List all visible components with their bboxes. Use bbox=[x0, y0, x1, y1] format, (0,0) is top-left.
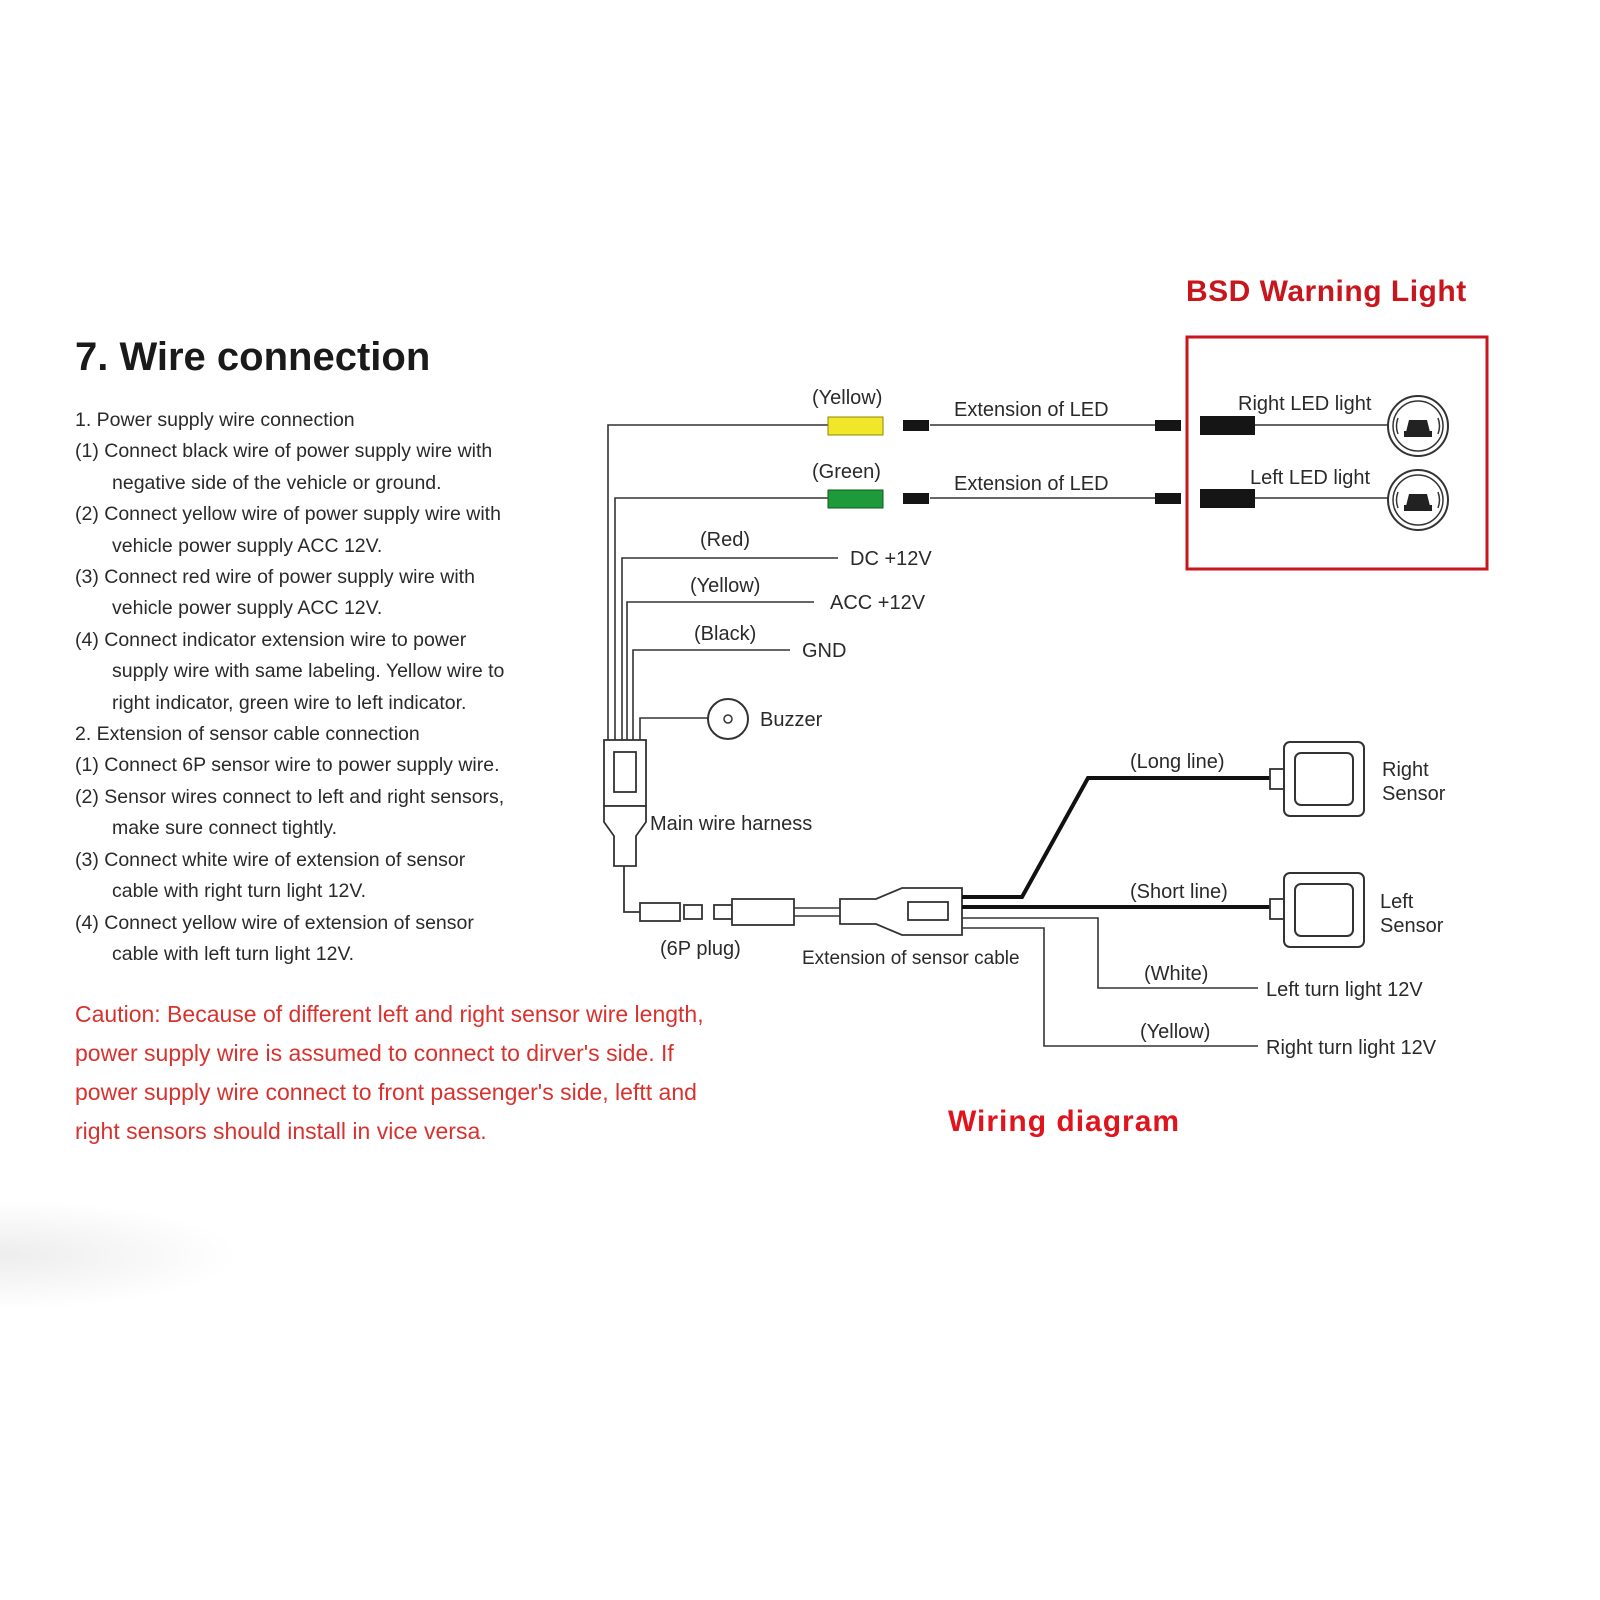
instruction-line: negative side of the vehicle or ground. bbox=[112, 471, 442, 494]
instruction-line: (3) Connect red wire of power supply wir… bbox=[75, 566, 475, 589]
caution-line: right sensors should install in vice ver… bbox=[75, 1118, 487, 1144]
caution-note: Caution: Because of different left and r… bbox=[75, 995, 775, 1151]
left-led-light-icon bbox=[1387, 469, 1449, 531]
yellow-turn-wire bbox=[962, 927, 1258, 1047]
plug-black bbox=[903, 493, 929, 504]
extension-sensor-cable-splitter bbox=[839, 887, 963, 936]
instructions-list: 1. Power supply wire connection (1) Conn… bbox=[75, 405, 595, 970]
extension-cable bbox=[794, 907, 840, 917]
bsd-warning-light-title: BSD Warning Light bbox=[1186, 275, 1467, 308]
plug-black bbox=[1155, 493, 1181, 504]
green-wire-label: (Green) bbox=[812, 461, 881, 483]
main-wire-harness-label: Main wire harness bbox=[650, 813, 812, 835]
yellow-acc-wire-label: (Yellow) bbox=[690, 575, 760, 597]
instruction-line: (3) Connect white wire of extension of s… bbox=[75, 848, 466, 871]
red-wire-label: (Red) bbox=[700, 529, 750, 551]
plug-black bbox=[903, 420, 929, 431]
right-sensor-label: Right bbox=[1382, 759, 1429, 781]
buzzer-wire bbox=[639, 717, 708, 740]
buzzer-label: Buzzer bbox=[760, 709, 823, 731]
right-led-light-icon bbox=[1387, 395, 1449, 457]
yellow-acc-wire bbox=[626, 601, 814, 740]
instruction-line: (1) Connect black wire of power supply w… bbox=[75, 440, 493, 463]
sensor-lines bbox=[962, 776, 1272, 909]
gnd-label: GND bbox=[802, 640, 846, 662]
black-wire-label: (Black) bbox=[694, 623, 756, 645]
instruction-line: (2) Sensor wires connect to left and rig… bbox=[75, 785, 505, 808]
instruction-line: supply wire with same labeling. Yellow w… bbox=[112, 660, 505, 683]
dc-12v-label: DC +12V bbox=[850, 548, 932, 570]
instruction-line: cable with right turn light 12V. bbox=[112, 880, 367, 903]
left-sensor-label: Sensor bbox=[1380, 915, 1444, 937]
yellow-led-wire bbox=[607, 424, 836, 740]
instruction-line: (4) Connect yellow wire of extension of … bbox=[75, 911, 474, 934]
wiring-diagram-title: Wiring diagram bbox=[948, 1105, 1181, 1138]
right-sensor-label: Sensor bbox=[1382, 783, 1446, 805]
left-sensor bbox=[1269, 872, 1365, 948]
right-sensor bbox=[1269, 741, 1365, 817]
instruction-line: vehicle power supply ACC 12V. bbox=[112, 597, 383, 620]
instruction-line: (2) Connect yellow wire of power supply … bbox=[75, 503, 501, 526]
led-extension-label-top: Extension of LED bbox=[954, 399, 1109, 421]
caution-line: Caution: Because of different left and r… bbox=[75, 1001, 704, 1027]
harness-wires bbox=[607, 424, 1390, 740]
main-wire-harness bbox=[603, 739, 647, 867]
green-connector bbox=[827, 489, 884, 509]
left-turn-light-label: Left turn light 12V bbox=[1266, 979, 1423, 1001]
instruction-line: (1) Connect 6P sensor wire to power supp… bbox=[75, 754, 500, 777]
led-plug-left bbox=[1200, 489, 1255, 508]
instruction-line: vehicle power supply ACC 12V. bbox=[112, 534, 383, 557]
6p-plug-label: (6P plug) bbox=[660, 938, 741, 960]
instruction-line: 2. Extension of sensor cable connection bbox=[75, 723, 420, 746]
bsd-warning-light-box bbox=[1185, 335, 1489, 571]
page-title: 7. Wire connection bbox=[75, 335, 431, 379]
background-smudge bbox=[0, 1200, 240, 1310]
extension-sensor-cable-label: Extension of sensor cable bbox=[802, 948, 1020, 969]
harness-lead bbox=[623, 866, 640, 913]
white-wire-label: (White) bbox=[1144, 963, 1208, 985]
plug-black bbox=[1155, 420, 1181, 431]
instruction-line: (4) Connect indicator extension wire to … bbox=[75, 628, 467, 651]
black-gnd-wire bbox=[632, 649, 790, 740]
right-turn-light-label: Right turn light 12V bbox=[1266, 1037, 1437, 1059]
buzzer-icon bbox=[707, 698, 749, 740]
left-sensor-label: Left bbox=[1380, 891, 1414, 913]
short-line-label: (Short line) bbox=[1130, 881, 1228, 903]
left-led-label: Left LED light bbox=[1250, 467, 1371, 489]
yellow-turn-wire-label: (Yellow) bbox=[1140, 1021, 1210, 1043]
6p-plug bbox=[639, 898, 795, 926]
long-line-wire bbox=[962, 776, 1272, 899]
caution-line: power supply wire is assumed to connect … bbox=[75, 1040, 674, 1066]
led-extension-label-bottom: Extension of LED bbox=[954, 473, 1109, 495]
long-line-label: (Long line) bbox=[1130, 751, 1225, 773]
yellow-connector bbox=[827, 416, 884, 436]
turn-light-wires bbox=[962, 917, 1258, 1047]
acc-12v-label: ACC +12V bbox=[830, 592, 926, 614]
instruction-line: 1. Power supply wire connection bbox=[75, 409, 355, 431]
instruction-line: right indicator, green wire to left indi… bbox=[112, 691, 467, 714]
right-led-label: Right LED light bbox=[1238, 393, 1372, 415]
yellow-wire-label: (Yellow) bbox=[812, 387, 882, 409]
green-led-wire bbox=[614, 497, 836, 740]
white-wire bbox=[962, 917, 1258, 989]
red-wire bbox=[621, 557, 838, 740]
led-plug-right bbox=[1200, 416, 1255, 435]
harness-socket bbox=[613, 751, 637, 793]
harness-boot bbox=[603, 805, 647, 867]
caution-line: power supply wire connect to front passe… bbox=[75, 1079, 697, 1105]
instruction-line: cable with left turn light 12V. bbox=[112, 942, 355, 965]
instruction-line: make sure connect tightly. bbox=[112, 817, 338, 840]
